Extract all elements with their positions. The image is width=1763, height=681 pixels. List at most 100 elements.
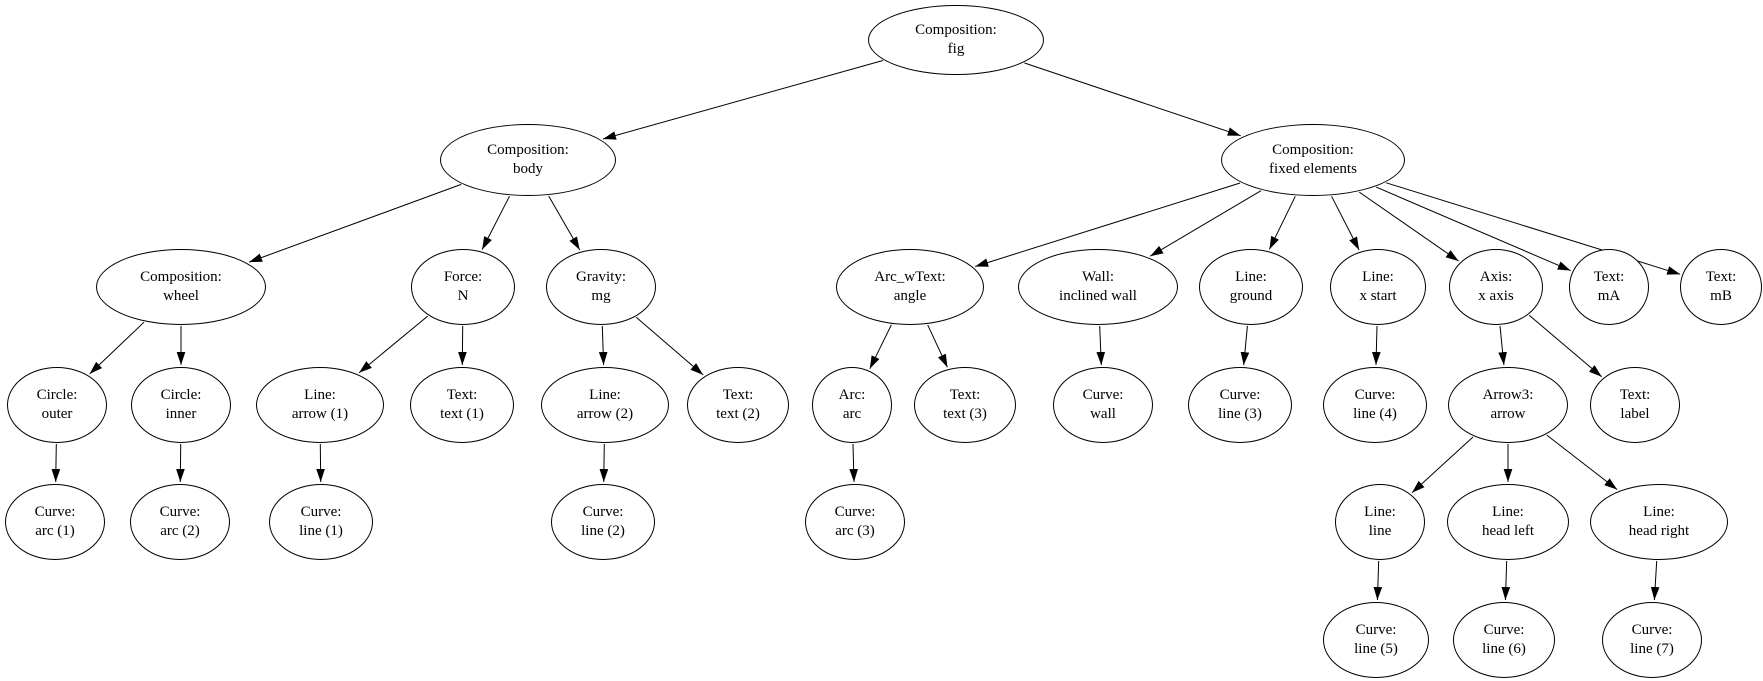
node-curve-line-7: Curve:line (7) bbox=[1602, 602, 1702, 678]
node-instance-label: line (4) bbox=[1353, 406, 1397, 422]
node-text-3: Text:text (3) bbox=[914, 367, 1016, 443]
edge-body-to-force-n bbox=[481, 195, 510, 250]
node-type-label: Text: bbox=[722, 387, 754, 403]
node-type-label: Composition: bbox=[487, 142, 569, 158]
node-type-label: Curve: bbox=[1355, 622, 1397, 638]
node-arrow3: Arrow3: arrow bbox=[1448, 367, 1568, 443]
node-type-label: Curve: bbox=[1219, 387, 1261, 403]
node-type-label: Curve: bbox=[834, 504, 876, 520]
edge-fixed-elements-to-text-ma bbox=[1376, 186, 1571, 272]
node-instance-label: arrow bbox=[1490, 406, 1526, 422]
node-label: Text:label bbox=[1590, 367, 1680, 443]
node-type-label: Arrow3: bbox=[1482, 387, 1534, 403]
node-type-label: Curve: bbox=[1082, 387, 1124, 403]
node-text-ma: Text: mA bbox=[1569, 249, 1649, 325]
edge-fixed-elements-to-x-axis bbox=[1359, 191, 1459, 262]
node-type-label: Wall: bbox=[1081, 269, 1115, 285]
node-arc: Arc: arc bbox=[812, 367, 892, 443]
edge-arrow3-to-head-right bbox=[1546, 434, 1618, 490]
node-instance-label: inner bbox=[165, 406, 197, 422]
node-gravity-mg: Gravity: mg bbox=[546, 249, 656, 325]
node-type-label: Composition: bbox=[140, 269, 222, 285]
edge-arc-to-curve-arc-3 bbox=[849, 443, 858, 483]
node-instance-label: mB bbox=[1710, 288, 1732, 304]
node-instance-label: line (2) bbox=[581, 523, 625, 539]
node-inclined-wall: Wall: inclined wall bbox=[1018, 249, 1178, 325]
node-curve-line-4: Curve: line (4) bbox=[1323, 367, 1427, 443]
node-circle-outer: Circle: outer bbox=[7, 367, 107, 443]
node-angle: Arc_wText:angle bbox=[836, 249, 984, 325]
node-instance-label: body bbox=[513, 161, 543, 177]
node-instance-label: inclined wall bbox=[1059, 288, 1137, 304]
node-type-label: Arc_wText: bbox=[874, 269, 946, 285]
edge-head-left-to-curve-line-6 bbox=[1501, 560, 1511, 601]
edge-body-to-gravity-mg bbox=[548, 195, 581, 251]
edge-fixed-elements-to-inclined-wall bbox=[1149, 190, 1262, 257]
edge-fixed-elements-to-angle bbox=[975, 182, 1241, 267]
node-arrow-1: Line: arrow (1) bbox=[256, 367, 384, 443]
node-type-label: Curve: bbox=[1483, 622, 1525, 638]
node-ground: Line:ground bbox=[1199, 249, 1303, 325]
edge-force-n-to-arrow-1 bbox=[358, 315, 429, 374]
node-x-start: Line:x start bbox=[1330, 249, 1426, 325]
node-type-label: Axis: bbox=[1479, 269, 1513, 285]
node-type-label: Line: bbox=[304, 387, 336, 403]
node-instance-label: fixed elements bbox=[1269, 161, 1357, 177]
node-text-mb: Text: mB bbox=[1680, 249, 1762, 325]
node-type-label: Curve: bbox=[1631, 622, 1673, 638]
node-instance-label: mg bbox=[591, 288, 611, 304]
node-type-label: Curve: bbox=[300, 504, 342, 520]
edge-inclined-wall-to-curve-wall bbox=[1096, 325, 1106, 366]
node-head-right: Line: head right bbox=[1590, 484, 1728, 560]
node-instance-label: arrow (1) bbox=[291, 406, 349, 422]
node-type-label: Gravity: bbox=[576, 269, 626, 285]
node-type-label: Text: bbox=[446, 387, 478, 403]
node-instance-label: head right bbox=[1628, 523, 1690, 539]
node-instance-label: wall bbox=[1090, 406, 1116, 422]
edge-line-line-to-curve-line-5 bbox=[1373, 560, 1383, 601]
node-type-label: Curve: bbox=[582, 504, 624, 520]
node-instance-label: mA bbox=[1597, 288, 1621, 304]
node-instance-label: arrow (2) bbox=[576, 406, 634, 422]
edge-head-right-to-curve-line-7 bbox=[1650, 560, 1660, 601]
node-instance-label: outer bbox=[41, 406, 73, 422]
node-type-label: Composition: bbox=[1272, 142, 1354, 158]
node-instance-label: arc (2) bbox=[160, 523, 200, 539]
node-type-label: Arc: bbox=[838, 387, 866, 403]
node-type-label: Line: bbox=[1235, 269, 1267, 285]
edge-arrow-2-to-curve-line-2 bbox=[599, 443, 609, 483]
node-line-line: Line:line bbox=[1335, 484, 1425, 560]
edge-fixed-elements-to-x-start bbox=[1331, 196, 1360, 251]
node-head-left: Line:head left bbox=[1447, 484, 1569, 560]
edge-circle-outer-to-curve-arc-1 bbox=[51, 443, 61, 483]
node-x-axis: Axis: x axis bbox=[1449, 249, 1543, 325]
node-type-label: Text: bbox=[1705, 269, 1737, 285]
edge-arrow3-to-line-line bbox=[1411, 436, 1474, 494]
node-text-1: Text: text (1) bbox=[410, 367, 514, 443]
node-type-label: Line: bbox=[1643, 504, 1675, 520]
node-curve-arc-1: Curve:arc (1) bbox=[5, 484, 105, 560]
node-curve-line-2: Curve: line (2) bbox=[551, 484, 655, 560]
node-instance-label: x axis bbox=[1478, 288, 1514, 304]
node-type-label: Circle: bbox=[36, 387, 78, 403]
node-type-label: Curve: bbox=[1354, 387, 1396, 403]
edge-gravity-mg-to-arrow-2 bbox=[598, 325, 608, 366]
node-wheel: Composition:wheel bbox=[96, 249, 266, 325]
node-type-label: Line: bbox=[1362, 269, 1394, 285]
node-circle-inner: Circle:inner bbox=[131, 367, 231, 443]
edge-fig-to-body bbox=[602, 60, 884, 140]
node-instance-label: text (1) bbox=[440, 406, 484, 422]
node-instance-label: arc bbox=[842, 406, 862, 422]
node-type-label: Curve: bbox=[159, 504, 201, 520]
edge-body-to-wheel bbox=[248, 183, 462, 263]
edge-angle-to-arc bbox=[869, 324, 892, 370]
node-arrow-2: Line:arrow (2) bbox=[541, 367, 669, 443]
edge-fig-to-fixed-elements bbox=[1024, 62, 1241, 137]
node-text-2: Text:text (2) bbox=[687, 367, 789, 443]
node-instance-label: line (6) bbox=[1482, 641, 1526, 657]
edge-gravity-mg-to-text-2 bbox=[635, 316, 704, 376]
node-fig: Composition:fig bbox=[868, 5, 1044, 75]
node-curve-wall: Curve: wall bbox=[1053, 367, 1153, 443]
node-type-label: Text: bbox=[1593, 269, 1625, 285]
